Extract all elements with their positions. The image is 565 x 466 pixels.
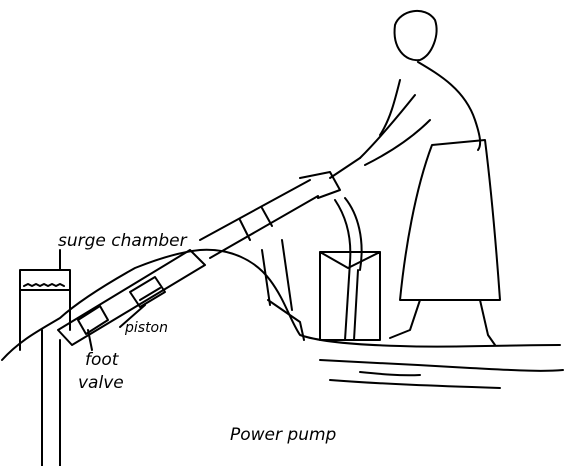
foot-valve-label-line2: valve: [78, 373, 124, 393]
caption: Power pump: [230, 425, 337, 445]
well-shaft: [19, 269, 71, 466]
piston-leader: [119, 304, 146, 328]
person-sarong: [399, 139, 501, 301]
person-arm: [359, 94, 431, 166]
well-water: [23, 283, 65, 287]
foot-valve-label-line1: foot: [85, 350, 120, 370]
surge-chamber-label: surge chamber: [58, 231, 188, 251]
piston-block: [129, 276, 166, 308]
outlet-trough: [319, 251, 381, 341]
discharge-pipe: [199, 171, 341, 259]
foot-valve-leader: [87, 329, 93, 351]
pump-handle: [329, 157, 361, 179]
person-head: [393, 10, 438, 62]
foot-valve-block: [77, 305, 109, 335]
person-torso: [379, 61, 482, 151]
water-jet: [334, 197, 363, 341]
ground-bank: [1, 248, 561, 361]
piston-label: piston: [124, 320, 168, 336]
person-legs: [389, 299, 496, 346]
water-pool: [319, 359, 564, 389]
pipe-joint: [239, 207, 273, 241]
support-post: [261, 239, 305, 341]
